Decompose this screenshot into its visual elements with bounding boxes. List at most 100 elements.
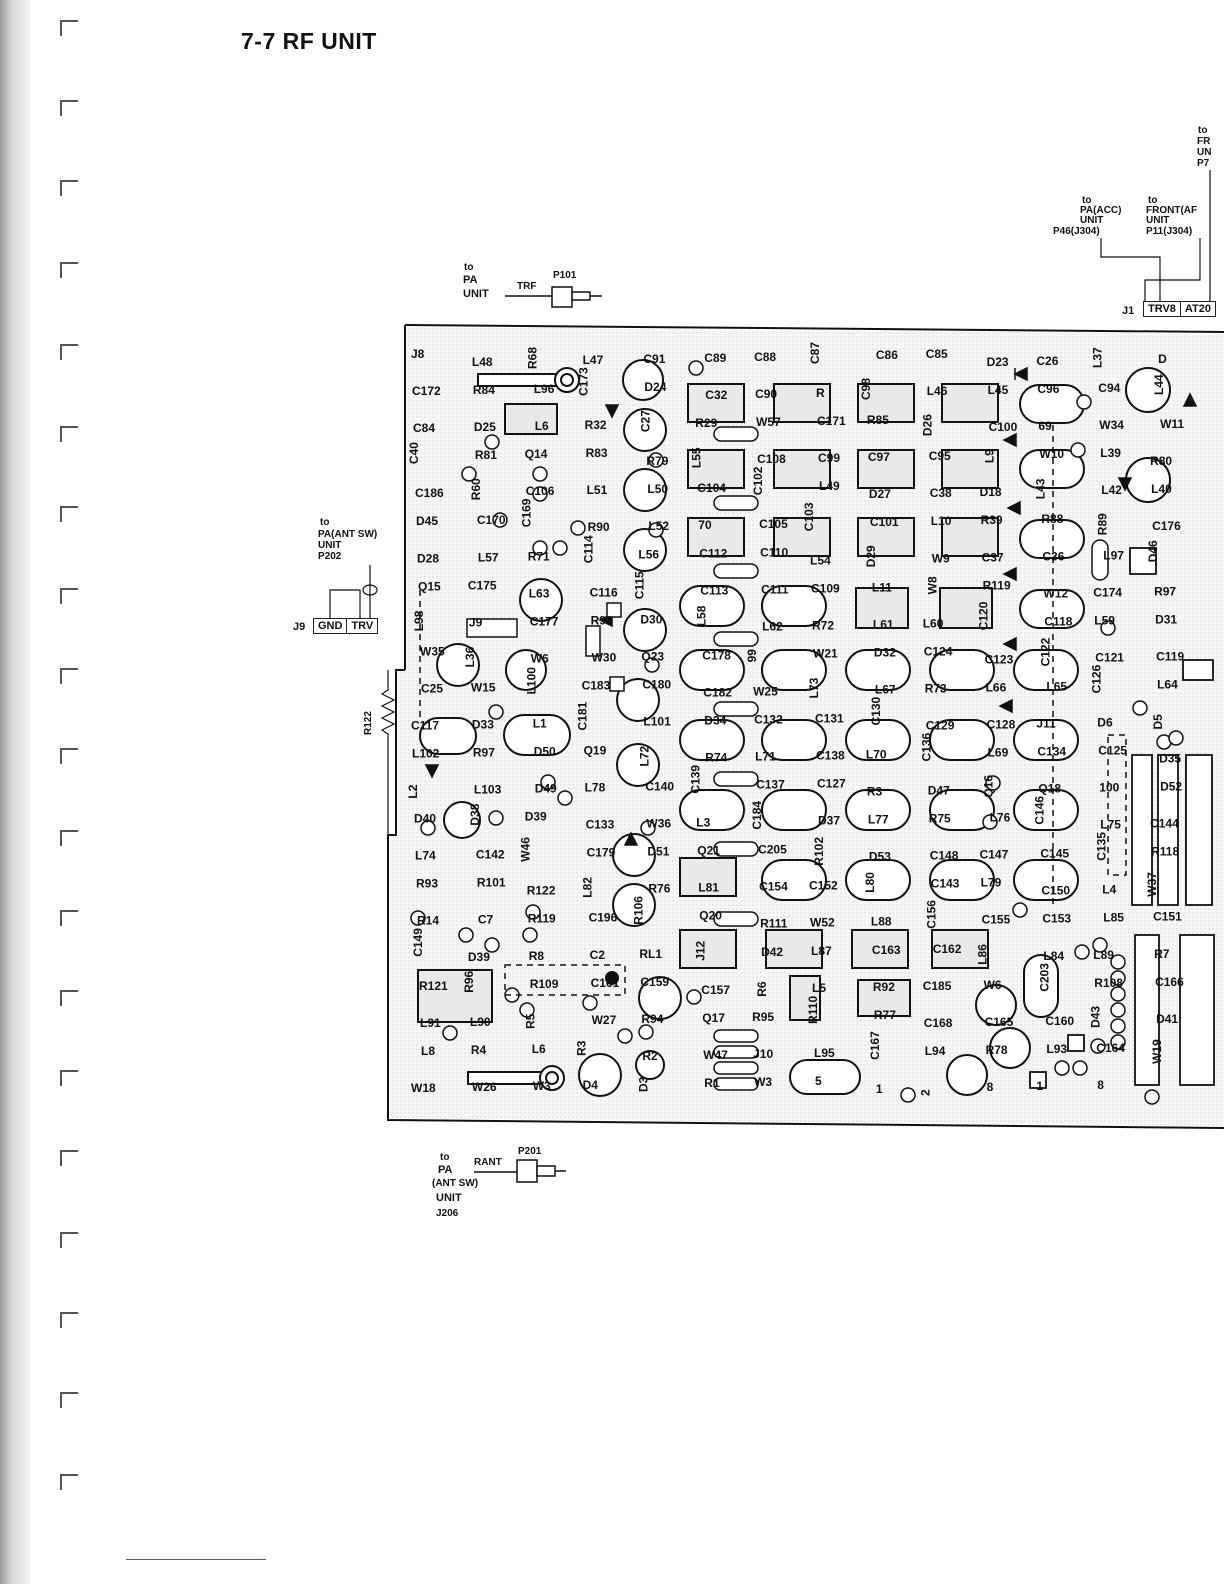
component-label-d46: D46 — [1146, 540, 1160, 562]
j1-pin-1: TRV8 — [1144, 302, 1181, 316]
j1-wires — [1100, 170, 1211, 301]
component-label-l103: L103 — [474, 783, 502, 797]
acc-dest: PA(ACC) — [1080, 205, 1122, 216]
component-label-l95: L95 — [814, 1046, 835, 1060]
component-label-l79: L79 — [981, 876, 1002, 890]
component-label-r88: R88 — [1041, 512, 1063, 526]
component-label-r90: R90 — [588, 520, 610, 534]
component-label-l87: L87 — [811, 944, 832, 958]
component-label-c161: C161 — [591, 976, 620, 990]
component-label-c167: C167 — [868, 1031, 882, 1060]
p101-dest-unit: UNIT — [463, 288, 489, 300]
component-label-l51: L51 — [587, 483, 608, 497]
component-label-d34: D34 — [704, 714, 726, 728]
component-label-r81: R81 — [475, 448, 497, 462]
component-label-c169: C169 — [520, 498, 534, 527]
component-label-r2: R2 — [642, 1049, 658, 1063]
component-label-l69: L69 — [988, 746, 1009, 760]
component-label-c163: C163 — [872, 943, 901, 957]
component-label-w35: W35 — [420, 644, 445, 658]
component-label-c84: C84 — [413, 421, 435, 435]
component-label-r111: R111 — [760, 917, 788, 931]
component-label-c125: C125 — [1098, 744, 1127, 758]
component-label-c128: C128 — [987, 718, 1016, 732]
component-label-c117: C117 — [411, 719, 439, 733]
component-label-c37: C37 — [982, 550, 1004, 564]
component-label-c108: C108 — [757, 452, 786, 466]
component-label-c164: C164 — [1096, 1041, 1125, 1055]
component-label-l45: L45 — [988, 383, 1009, 397]
component-label-w30: W30 — [592, 650, 617, 664]
component-label-d47: D47 — [928, 784, 950, 798]
component-label-1: 1 — [876, 1082, 883, 1096]
component-label-w21: W21 — [813, 646, 838, 660]
component-label-c115: C115 — [632, 571, 646, 599]
component-label-q16: Q16 — [982, 775, 996, 798]
component-label-c126: C126 — [1089, 664, 1103, 693]
dashed-jumpers — [419, 425, 1127, 996]
component-label-c156: C156 — [925, 900, 939, 929]
p201-plug — [474, 1159, 566, 1183]
binder-tab — [60, 830, 78, 846]
component-label-r91: R91 — [591, 613, 613, 627]
component-label-l48: L48 — [472, 355, 493, 369]
component-label-c112: C112 — [699, 546, 727, 560]
component-label-w10: W10 — [1039, 447, 1064, 461]
component-label-r119: R119 — [983, 578, 1011, 592]
component-label-q14: Q14 — [525, 447, 548, 461]
component-label-l65: L65 — [1046, 679, 1067, 693]
component-label-c132: C132 — [754, 713, 783, 727]
component-label-l44: L44 — [1152, 374, 1166, 395]
component-label-c140: C140 — [645, 780, 674, 794]
component-label-d26: D26 — [921, 414, 935, 436]
component-label-c137: C137 — [756, 778, 785, 792]
binder-tab — [60, 1474, 78, 1490]
component-label-l56: L56 — [638, 547, 659, 561]
component-label-l40: L40 — [1151, 482, 1172, 496]
component-label-l47: L47 — [583, 353, 604, 367]
component-label-q20: Q20 — [699, 909, 722, 923]
component-label-l100: L100 — [525, 667, 539, 695]
component-label-r93: R93 — [416, 877, 438, 891]
component-label-c205: C205 — [758, 843, 787, 857]
component-label-c99: C99 — [818, 451, 840, 465]
component-label-c186: C186 — [415, 486, 444, 500]
component-label-r122: R122 — [527, 884, 556, 898]
component-label-l62: L62 — [762, 619, 783, 633]
component-label-w9: W9 — [932, 551, 950, 565]
p201-antsw: (ANT SW) — [432, 1178, 479, 1189]
component-label-l76: L76 — [990, 811, 1011, 825]
component-label-c106: C106 — [526, 484, 555, 498]
component-label-l50: L50 — [647, 482, 668, 496]
scan-mark — [126, 1559, 266, 1560]
component-label-c175: C175 — [468, 578, 497, 592]
component-label-c166: C166 — [1155, 975, 1184, 989]
component-label-r92: R92 — [873, 980, 895, 994]
component-label-r3: R3 — [575, 1040, 589, 1056]
component-label-d40: D40 — [414, 812, 436, 826]
component-label-l2: L2 — [406, 784, 420, 798]
component-label-c109: C109 — [811, 581, 840, 595]
component-label-r109: R109 — [530, 977, 559, 991]
ic-outlines — [1029, 547, 1215, 1089]
component-label-r110: R110 — [806, 996, 820, 1024]
component-label-c40: C40 — [407, 442, 421, 464]
component-label-c110: C110 — [760, 545, 788, 559]
component-label-r1: R1 — [704, 1076, 720, 1090]
component-label-c165: C165 — [985, 1015, 1014, 1029]
component-label-c104: C104 — [697, 481, 726, 495]
component-label-d52: D52 — [1160, 780, 1182, 794]
component-label-c114: C114 — [582, 535, 596, 563]
j9-connector: GND TRV — [313, 618, 379, 634]
component-label-d39: D39 — [525, 810, 547, 824]
component-label-r60: R60 — [469, 478, 483, 500]
component-label-c173: C173 — [577, 367, 591, 396]
component-label-c153: C153 — [1042, 912, 1071, 926]
component-label-l74: L74 — [415, 849, 436, 863]
component-label-d41: D41 — [1156, 1012, 1178, 1026]
component-label-l49: L49 — [819, 479, 840, 493]
component-label-r95: R95 — [752, 1010, 774, 1024]
coil-column — [436, 359, 1171, 1097]
component-label-r75: R75 — [929, 812, 951, 826]
component-label-l39: L39 — [1100, 446, 1121, 460]
